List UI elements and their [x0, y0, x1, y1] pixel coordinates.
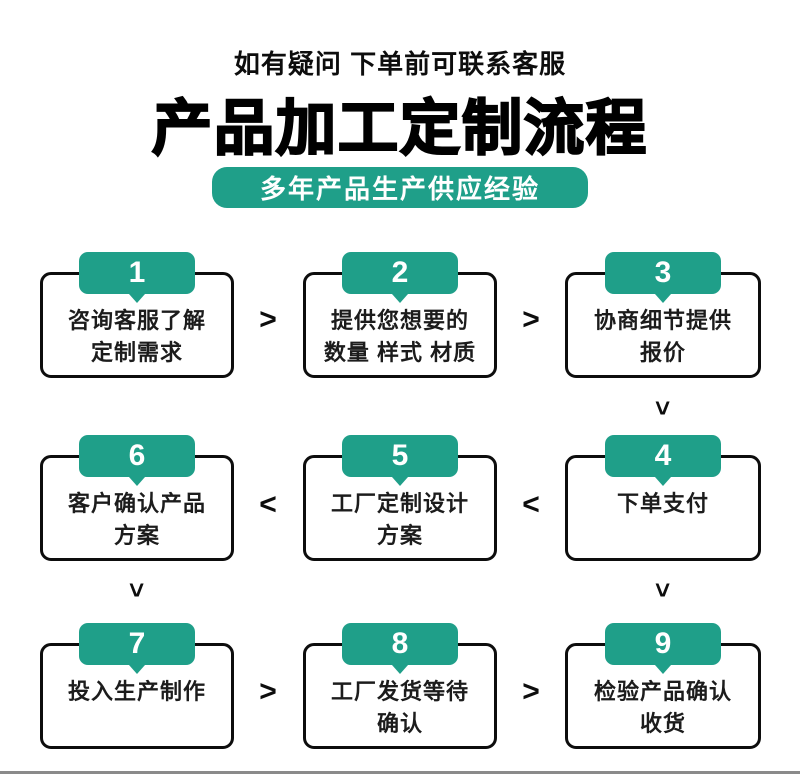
step-text: 投入生产制作 — [43, 676, 231, 708]
step-number-badge: 1 — [79, 252, 195, 303]
step-number: 1 — [128, 256, 146, 289]
step-number: 8 — [391, 627, 409, 660]
step-line2: 确认 — [376, 711, 423, 736]
step-text: 客户确认产品 方案 — [43, 488, 231, 552]
arrow-right-icon: > — [522, 675, 540, 708]
step-text: 检验产品确认 收货 — [568, 676, 758, 740]
step-card-6: 6 客户确认产品 方案 — [40, 435, 234, 561]
step-text: 咨询客服了解 定制需求 — [43, 305, 231, 369]
step-number: 4 — [654, 439, 672, 472]
step-number-badge: 4 — [605, 435, 721, 486]
step-line1: 工厂发货等待 — [330, 679, 469, 704]
badge-pointer — [655, 477, 671, 486]
step-line1: 咨询客服了解 — [67, 308, 206, 333]
step-number: 3 — [654, 256, 672, 289]
step-text: 工厂定制设计 方案 — [306, 488, 494, 552]
step-card-5: 5 工厂定制设计 方案 — [303, 435, 497, 561]
step-number: 6 — [128, 439, 146, 472]
step-line1: 客户确认产品 — [67, 491, 206, 516]
step-number-badge: 3 — [605, 252, 721, 303]
page-title: 产品加工定制流程 — [151, 94, 648, 163]
badge-pointer — [129, 665, 145, 674]
step-number-badge: 6 — [79, 435, 195, 486]
step-card-3: 3 协商细节提供 报价 — [565, 252, 761, 378]
step-text: 下单支付 — [568, 488, 758, 520]
step-number: 7 — [128, 627, 146, 660]
step-card-1: 1 咨询客服了解 定制需求 — [40, 252, 234, 378]
step-number: 9 — [654, 627, 672, 660]
step-line2: 方案 — [376, 523, 423, 548]
step-line2: 方案 — [113, 523, 160, 548]
step-card-9: 9 检验产品确认 收货 — [565, 623, 761, 749]
contact-notice: 如有疑问 下单前可联系客服 — [233, 49, 567, 79]
step-number-badge: 2 — [342, 252, 458, 303]
step-line2: 收货 — [639, 711, 686, 736]
step-line1: 工厂定制设计 — [330, 491, 469, 516]
step-line1: 下单支付 — [616, 491, 709, 516]
step-text: 提供您想要的 数量 样式 材质 — [306, 305, 494, 369]
step-number-badge: 8 — [342, 623, 458, 674]
badge-pointer — [392, 294, 408, 303]
step-line1: 提供您想要的 — [330, 308, 469, 333]
badge-pointer — [655, 665, 671, 674]
step-line1: 协商细节提供 — [593, 308, 732, 333]
step-line1: 检验产品确认 — [593, 679, 732, 704]
step-number-badge: 7 — [79, 623, 195, 674]
arrow-down-icon: > — [648, 582, 678, 598]
step-text: 协商细节提供 报价 — [568, 305, 758, 369]
step-card-7: 7 投入生产制作 — [40, 623, 234, 749]
badge-pointer — [129, 477, 145, 486]
arrow-right-icon: > — [259, 303, 277, 336]
arrow-down-icon: > — [122, 582, 152, 598]
badge-pointer — [655, 294, 671, 303]
step-number: 2 — [391, 256, 409, 289]
arrow-right-icon: > — [522, 303, 540, 336]
step-text: 工厂发货等待 确认 — [306, 676, 494, 740]
badge-pointer — [392, 665, 408, 674]
arrow-right-icon: > — [259, 675, 277, 708]
step-card-4: 4 下单支付 — [565, 435, 761, 561]
step-line1: 投入生产制作 — [67, 679, 206, 704]
step-line2: 数量 样式 材质 — [323, 340, 477, 365]
step-line2: 定制需求 — [90, 340, 183, 365]
badge-pointer — [129, 294, 145, 303]
step-card-2: 2 提供您想要的 数量 样式 材质 — [303, 252, 497, 378]
arrow-left-icon: < — [259, 488, 277, 521]
footer-divider — [0, 771, 800, 774]
step-line2: 报价 — [639, 340, 686, 365]
step-number: 5 — [391, 439, 409, 472]
experience-badge: 多年产品生产供应经验 — [212, 167, 588, 208]
badge-pointer — [392, 477, 408, 486]
arrow-left-icon: < — [522, 488, 540, 521]
step-number-badge: 5 — [342, 435, 458, 486]
step-card-8: 8 工厂发货等待 确认 — [303, 623, 497, 749]
step-number-badge: 9 — [605, 623, 721, 674]
arrow-down-icon: > — [648, 400, 678, 416]
